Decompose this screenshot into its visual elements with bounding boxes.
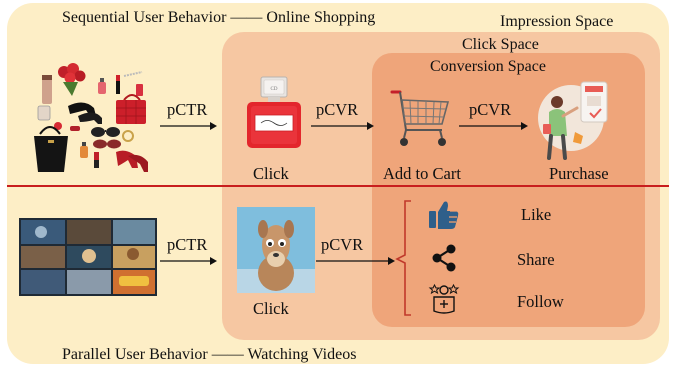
purchase-label: Purchase [549, 164, 609, 183]
share-icon [432, 244, 456, 272]
share-label: Share [517, 250, 555, 269]
scenario-divider [7, 185, 669, 187]
add-to-cart-label: Add to Cart [383, 164, 461, 183]
pcvr-label-bottom: pCVR [321, 235, 364, 254]
cartoon-character-icon [237, 207, 315, 293]
parallel-behavior-title: Parallel User Behavior —— Watching Video… [62, 346, 357, 363]
fashion-products-icon [34, 63, 148, 172]
purchase-person-icon [538, 81, 608, 160]
ctr-arrow-bottom [160, 257, 217, 265]
pcvr-label-top-2: pCVR [469, 100, 512, 119]
cvr-arrow-top-2 [459, 122, 528, 130]
actions-bracket [395, 200, 411, 316]
cvr-arrow-top-1 [311, 122, 374, 130]
pctr-label-bottom: pCTR [167, 235, 208, 254]
cvr-arrow-bottom [316, 257, 395, 265]
click-label-top: Click [253, 164, 289, 183]
shopping-cart-icon [390, 90, 450, 146]
thumbs-up-icon [429, 201, 459, 229]
ctr-arrow-top [160, 122, 217, 130]
follow-icon [428, 283, 460, 314]
impression-space-label: Impression Space [500, 13, 614, 30]
video-thumbnails-icon [19, 218, 157, 296]
sequential-behavior-title: Sequential User Behavior —— Online Shopp… [62, 9, 376, 26]
like-label: Like [521, 205, 552, 224]
conversion-space-label: Conversion Space [430, 58, 546, 75]
pctr-label-top: pCTR [167, 100, 208, 119]
click-space-label: Click Space [462, 36, 539, 53]
pcvr-label-top-1: pCVR [316, 100, 359, 119]
perfume-bottle-icon: CD [247, 76, 301, 148]
svg-text:CD: CD [271, 87, 278, 92]
click-label-bottom: Click [253, 299, 289, 318]
follow-label: Follow [517, 292, 564, 311]
